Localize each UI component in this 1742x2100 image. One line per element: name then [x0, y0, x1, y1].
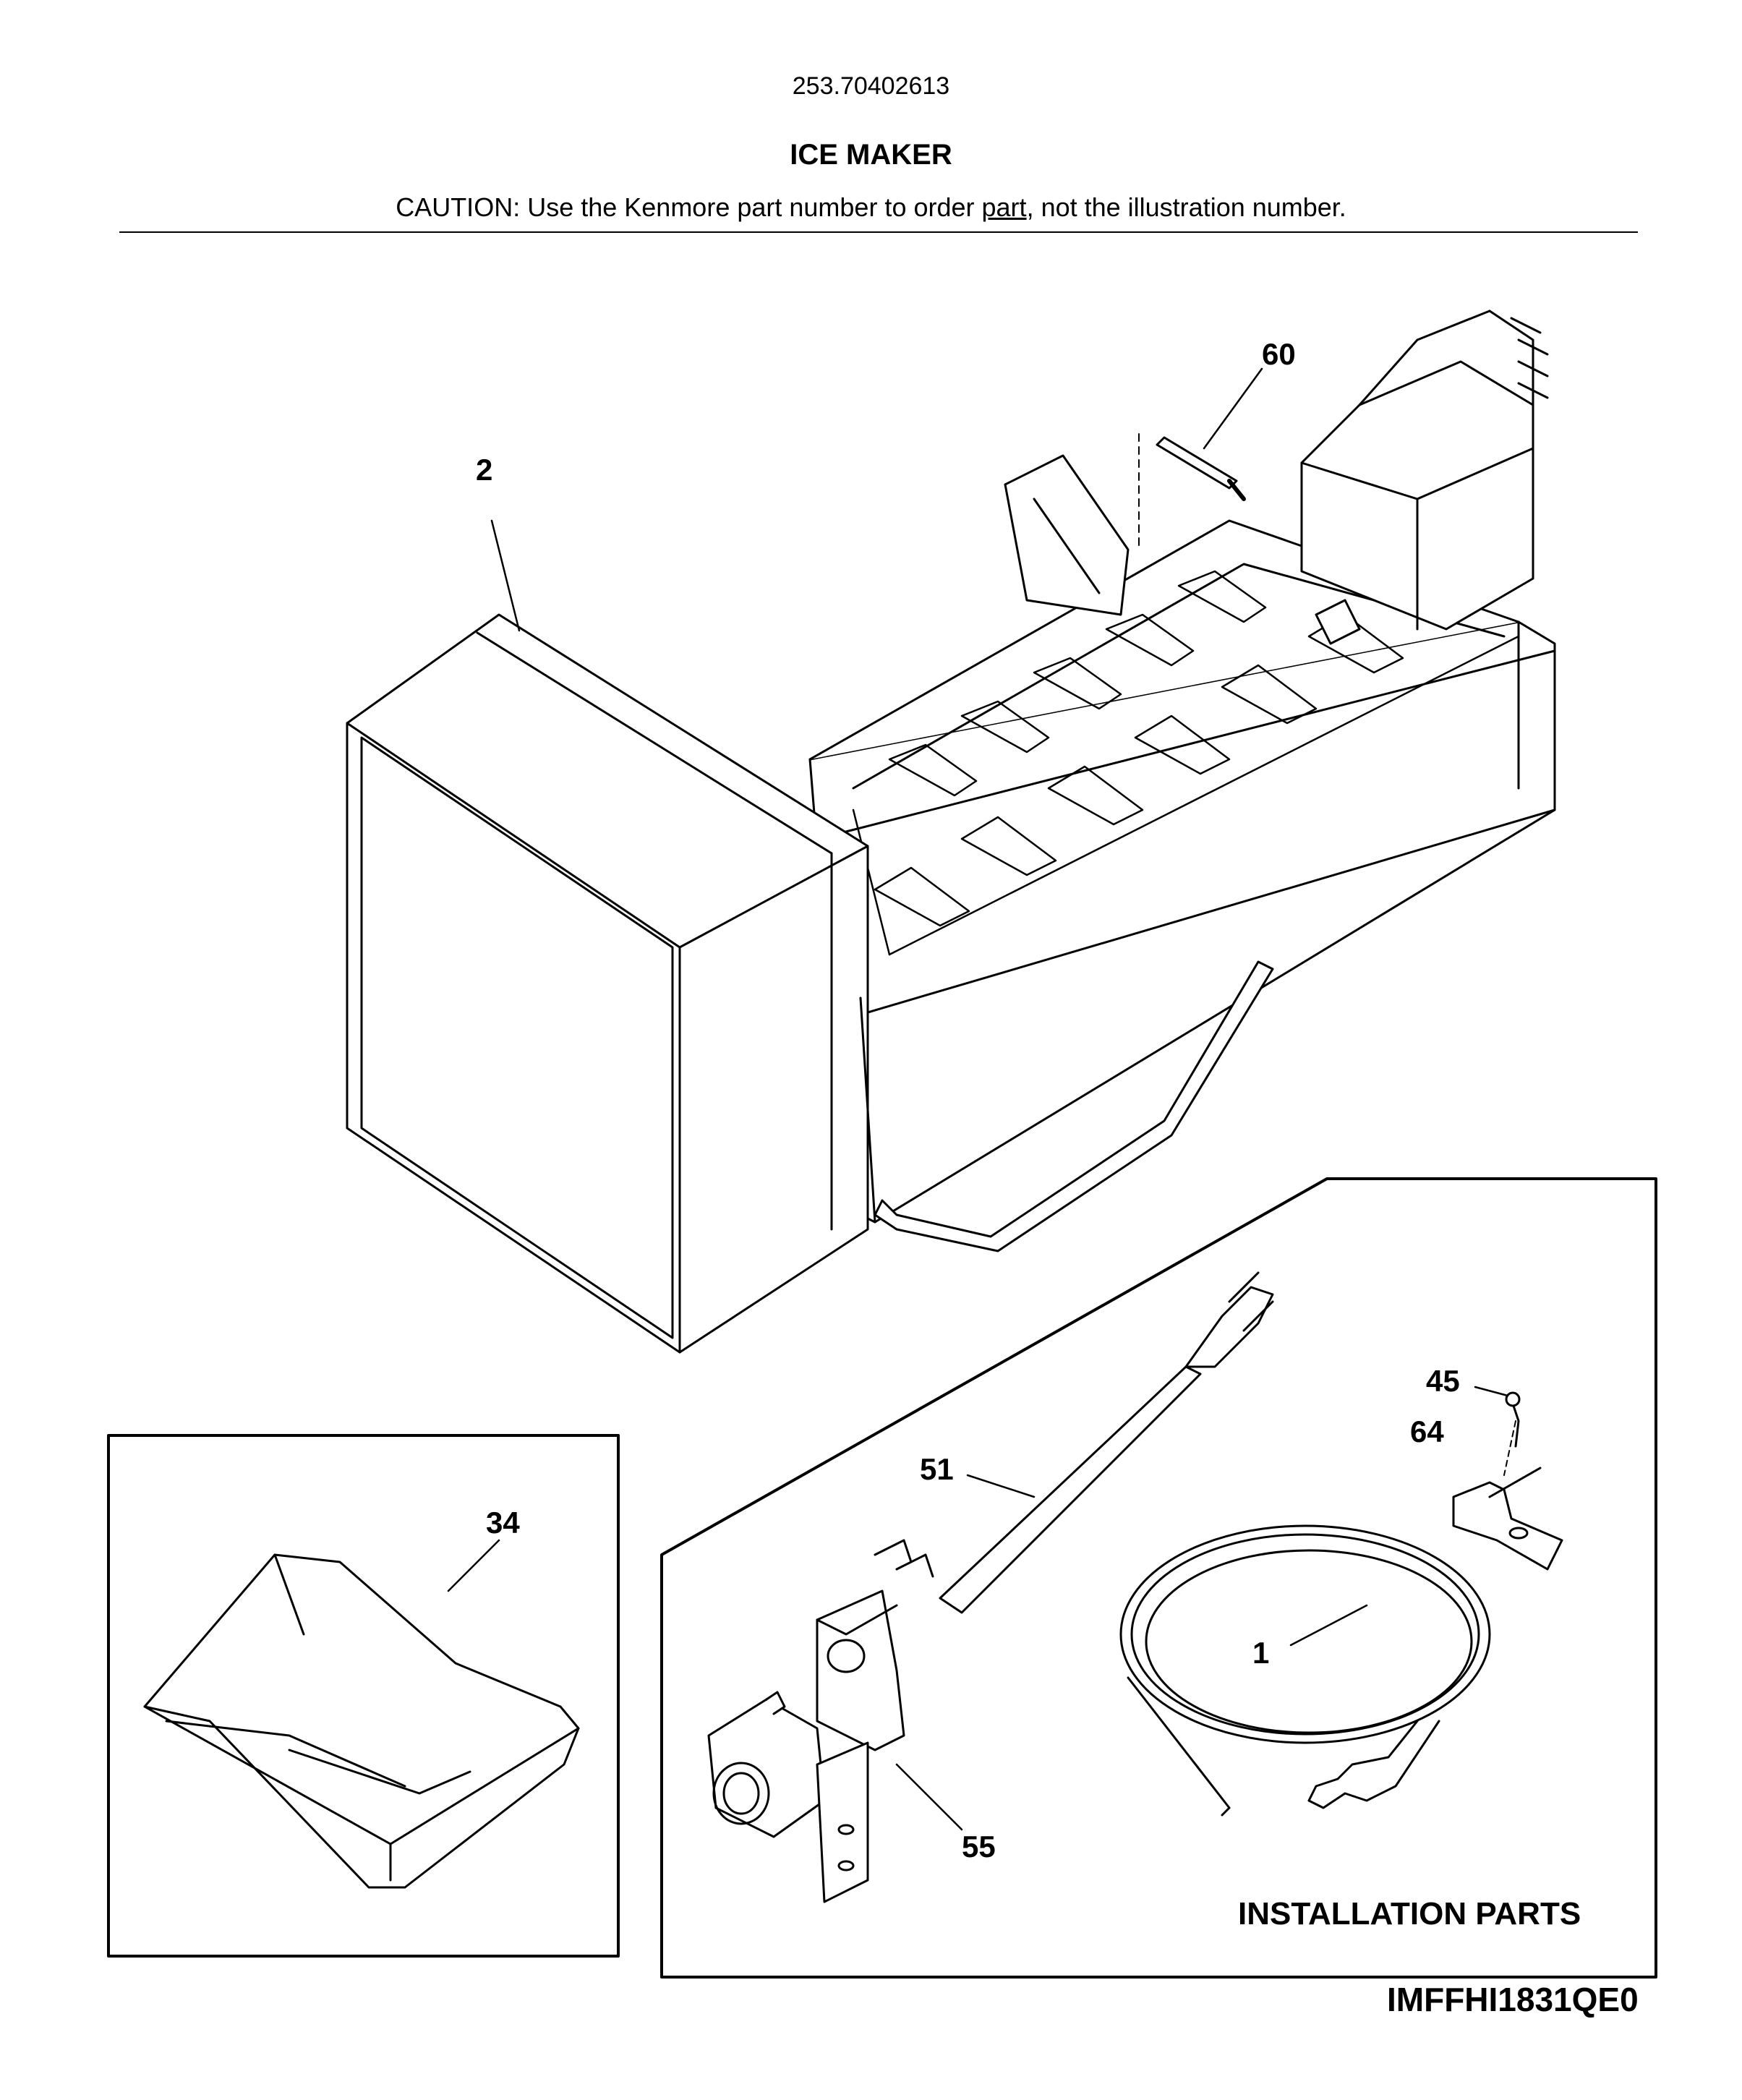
callout-55: 55 — [962, 1830, 996, 1864]
model-number: 253.70402613 — [792, 72, 950, 100]
caution-suffix: , not the illustration number. — [1026, 192, 1346, 222]
callout-45: 45 — [1426, 1364, 1460, 1398]
document-code: IMFFHI1831QE0 — [1387, 1981, 1639, 2018]
fill-tube-51-drawing — [939, 1271, 1274, 1614]
ice-bucket-frame — [107, 1434, 620, 1958]
ice-bucket-drawing — [143, 1553, 580, 1889]
callout-1: 1 — [1252, 1636, 1270, 1670]
ice-maker-assembly-drawing — [346, 310, 1556, 1354]
installation-parts-label: INSTALLATION PARTS — [1238, 1896, 1581, 1932]
caution-underlined-word: part — [981, 192, 1027, 222]
caution-note: CAUTION: Use the Kenmore part number to … — [0, 192, 1742, 223]
callout-leaders — [447, 367, 1509, 1831]
caution-prefix: CAUTION: Use the Kenmore part number to … — [396, 192, 982, 222]
callout-64: 64 — [1410, 1414, 1444, 1448]
installation-parts-frame — [660, 1177, 1657, 1979]
callout-2: 2 — [476, 453, 493, 487]
callout-51: 51 — [920, 1452, 954, 1486]
screw-45-and-clamp-64-drawing — [1452, 1391, 1563, 1571]
screw-60-drawing — [1138, 433, 1246, 550]
callout-34: 34 — [486, 1506, 520, 1540]
water-line-1-drawing — [1119, 1524, 1491, 1817]
header-divider — [119, 231, 1638, 233]
section-title: ICE MAKER — [790, 139, 952, 171]
water-valve-55-drawing — [707, 1539, 934, 1903]
callout-60: 60 — [1262, 337, 1296, 371]
